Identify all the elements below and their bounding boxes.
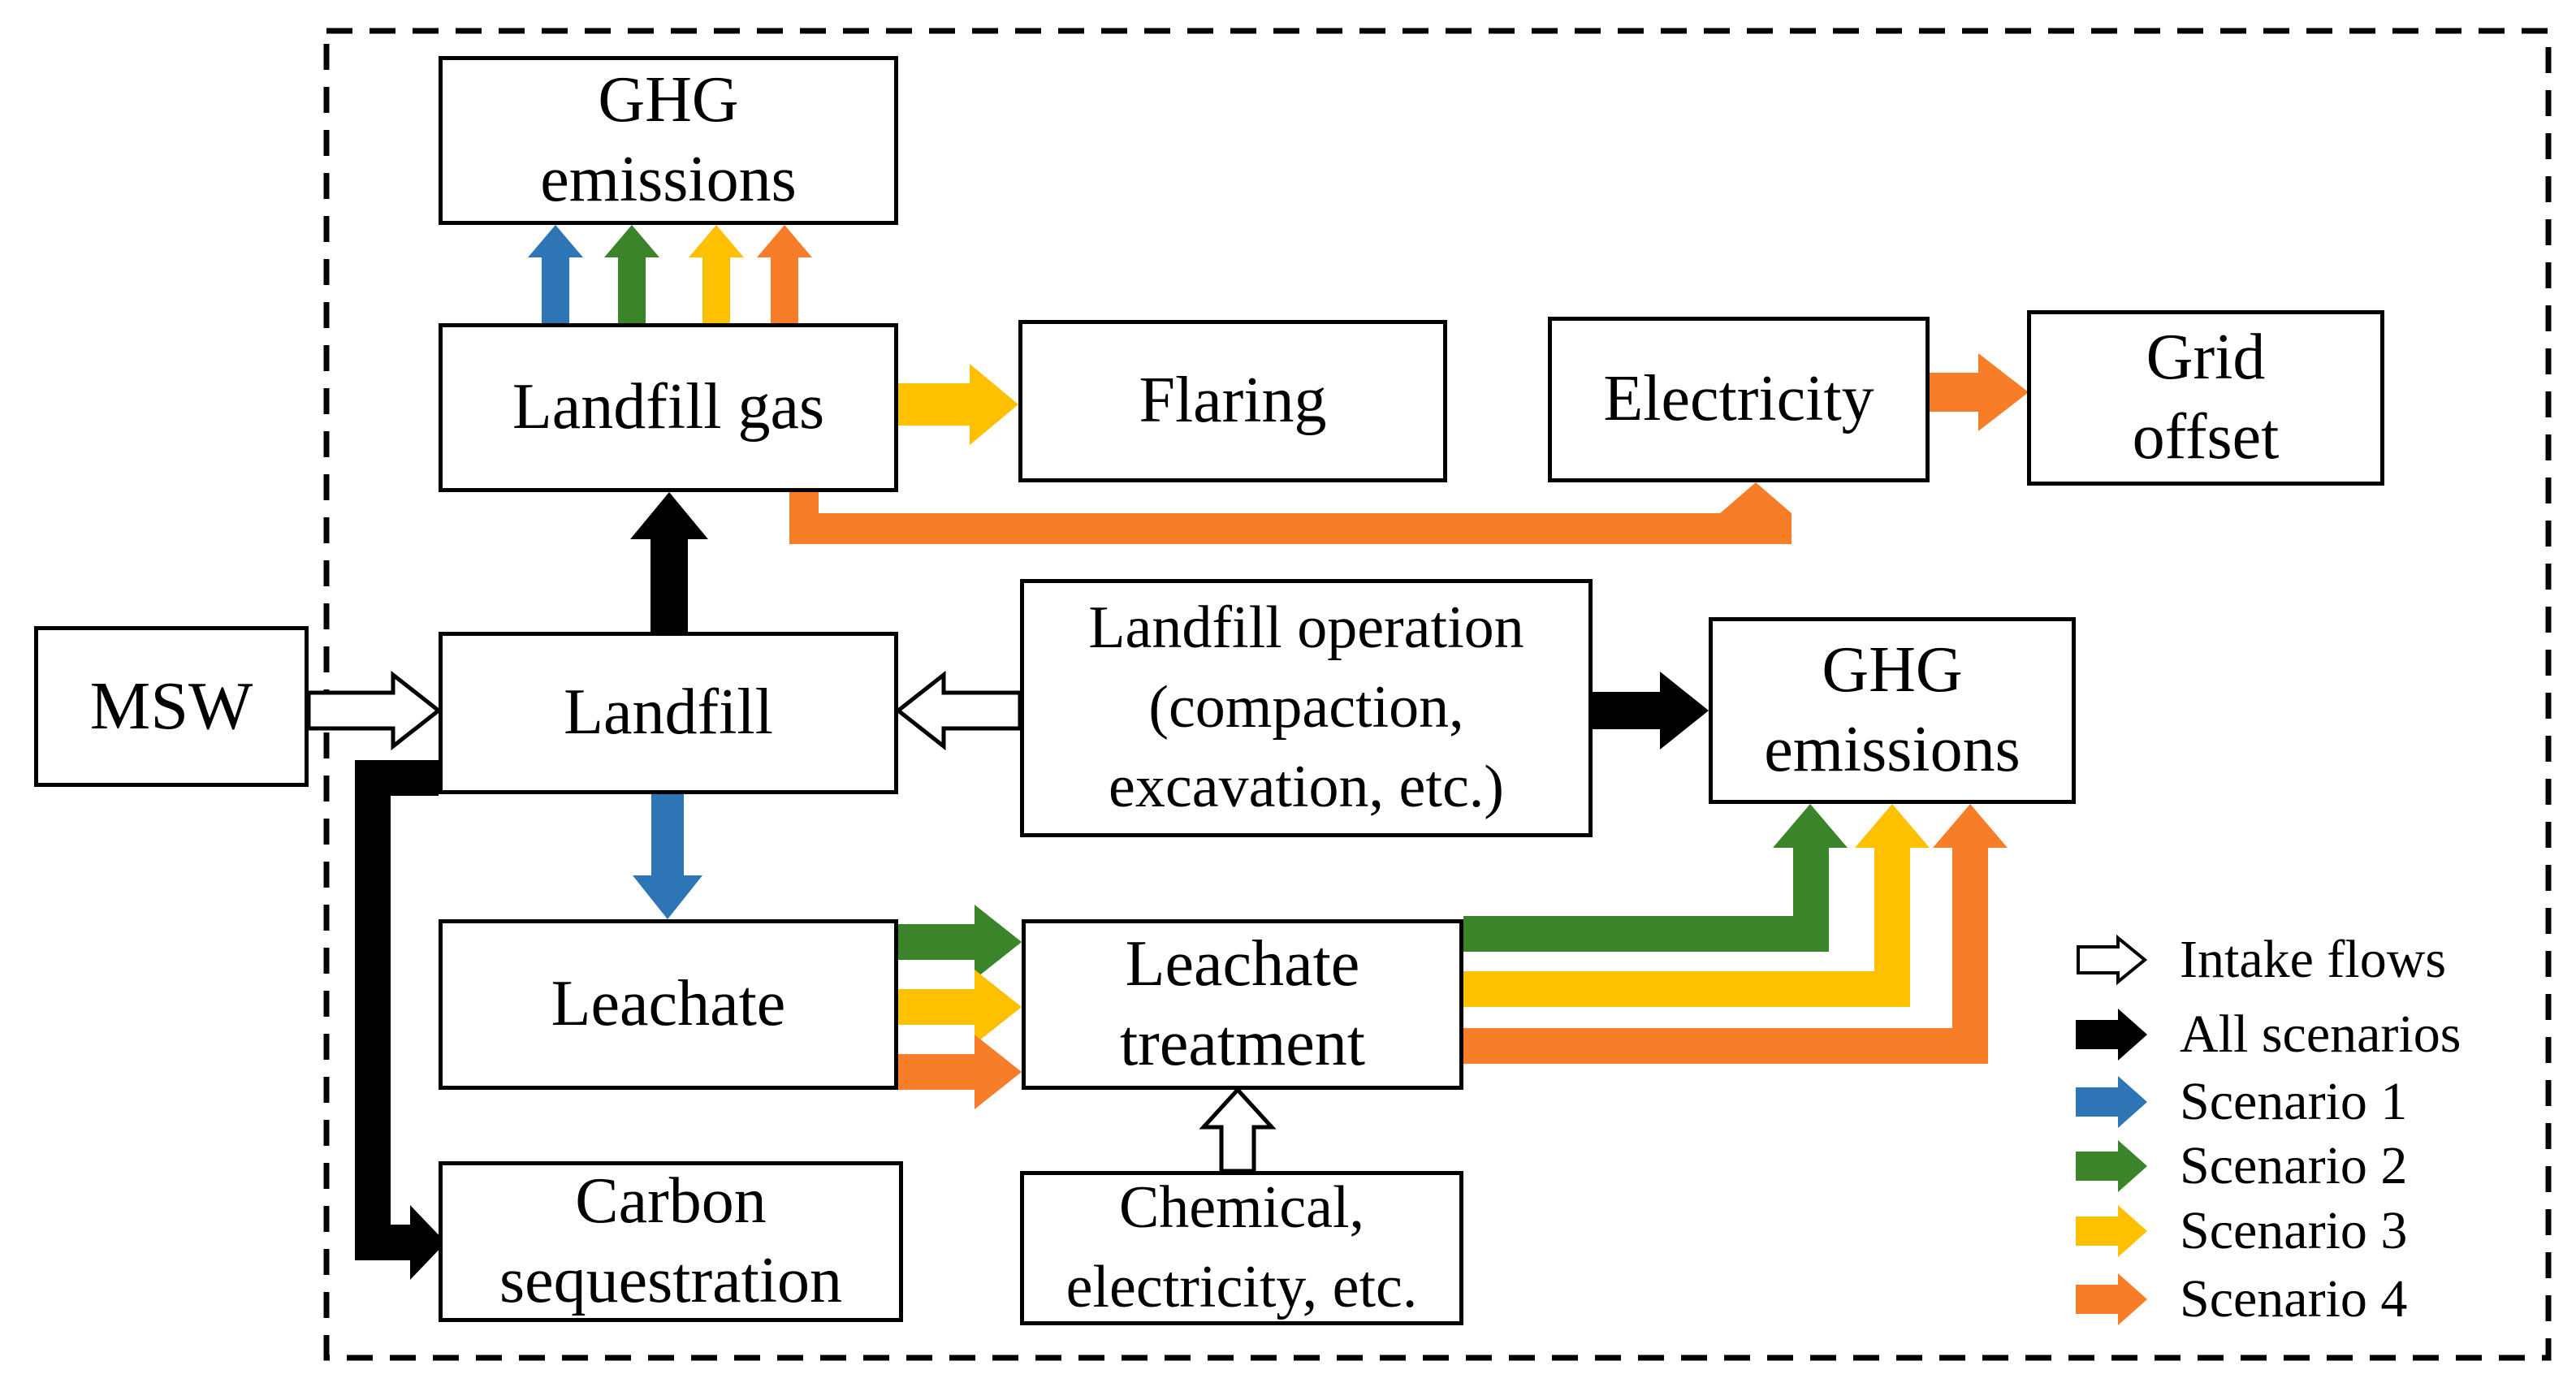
arrow-msw-to-landfill-intake — [306, 670, 443, 751]
arrow-landfill-gas-to-ghg-scenario3 — [689, 225, 744, 323]
scenario2-arrow-icon — [2076, 1140, 2147, 1192]
arrow-landfill-gas-to-ghg-scenario1 — [528, 225, 583, 323]
all-scenarios-arrow-icon — [2076, 1009, 2147, 1061]
legend-label-scenario-4: Scenario 4 — [2180, 1269, 2408, 1329]
box-chemical-line1: Chemical, — [1118, 1174, 1365, 1242]
box-electricity: Electricity — [1548, 317, 1930, 482]
box-landfill-label: Landfill — [564, 676, 773, 749]
scenario1-arrow-icon — [2076, 1076, 2147, 1128]
legend-label-scenario-1: Scenario 1 — [2180, 1072, 2408, 1131]
box-chemical-electricity: Chemical, electricity, etc. — [1020, 1171, 1463, 1325]
box-leachate-label: Leachate — [551, 968, 786, 1040]
arrow-treatment-to-ghg-scenario2 — [1463, 804, 1848, 952]
arrow-chemical-to-treatment-intake — [1199, 1087, 1277, 1173]
scenario2-arrow-shape — [2076, 1140, 2147, 1192]
scenario3-arrow-shape — [2076, 1205, 2147, 1257]
arrow-operation-to-landfill-intake — [894, 670, 1022, 751]
box-flaring: Flaring — [1018, 320, 1447, 482]
arrow-landfill-gas-to-flaring-scenario3 — [897, 364, 1018, 445]
box-landfill: Landfill — [439, 632, 898, 794]
legend-label-all-scenarios: All scenarios — [2180, 1005, 2461, 1064]
box-landfill-operation: Landfill operation (compaction, excavati… — [1020, 579, 1593, 837]
box-leachate: Leachate — [439, 919, 898, 1090]
box-leachate-treatment: Leachate treatment — [1022, 919, 1463, 1090]
box-chemical-line2: electricity, etc. — [1065, 1254, 1418, 1320]
arrow-leachate-to-treatment-scenario2 — [898, 905, 1022, 979]
box-msw: MSW — [34, 626, 309, 787]
box-flaring-label: Flaring — [1139, 365, 1327, 437]
arrow-leachate-to-treatment-scenario4 — [898, 1035, 1022, 1109]
box-carbon-line1: Carbon — [575, 1165, 767, 1238]
scenario1-arrow-shape — [2076, 1076, 2147, 1128]
box-landfill-operation-line3: excavation, etc.) — [1109, 753, 1504, 820]
scenario3-arrow-icon — [2076, 1205, 2147, 1257]
box-ghg-emissions-top: GHG emissions — [439, 56, 898, 225]
arrow-landfill-to-carbon-sequestration — [355, 760, 446, 1280]
arrow-operation-to-ghg-right — [1593, 672, 1709, 750]
arrow-electricity-to-grid-offset-scenario4 — [1930, 353, 2029, 431]
arrow-treatment-to-ghg-scenario4 — [1463, 804, 2008, 1064]
box-landfill-gas-label: Landfill gas — [512, 371, 825, 443]
box-ghg-right-line2: emissions — [1764, 714, 2021, 785]
box-ghg-top-line2: emissions — [540, 144, 797, 215]
box-landfill-gas: Landfill gas — [439, 323, 898, 492]
box-ghg-emissions-right: GHG emissions — [1709, 617, 2076, 804]
box-leachate-treatment-line2: treatment — [1119, 1008, 1366, 1079]
box-grid-offset: Grid offset — [2027, 310, 2384, 486]
all-scenarios-arrow-shape — [2076, 1009, 2147, 1061]
legend-label-intake-flows: Intake flows — [2180, 930, 2447, 989]
arrow-landfill-gas-to-ghg-scenario2 — [604, 225, 659, 323]
scenario4-arrow-shape — [2076, 1273, 2147, 1325]
box-msw-label: MSW — [89, 668, 253, 744]
legend-label-scenario-3: Scenario 3 — [2180, 1201, 2408, 1260]
box-carbon-line2: sequestration — [499, 1245, 843, 1316]
intake-flows-arrow-shape — [2077, 934, 2147, 986]
arrow-landfill-to-leachate-scenario1 — [633, 794, 702, 919]
box-ghg-right-line1: GHG — [1822, 634, 1963, 706]
box-electricity-label: Electricity — [1603, 363, 1874, 435]
box-ghg-top-line1: GHG — [598, 64, 739, 136]
arrow-treatment-to-ghg-scenario3 — [1463, 804, 1930, 1007]
arrow-landfill-gas-to-ghg-scenario4 — [757, 225, 812, 323]
legend-label-scenario-2: Scenario 2 — [2180, 1136, 2408, 1195]
arrow-landfill-to-landfill-gas — [630, 492, 708, 632]
box-grid-offset-line1: Grid — [2146, 322, 2266, 394]
box-leachate-treatment-line1: Leachate — [1125, 928, 1360, 1000]
arrow-landfill-gas-to-electricity — [789, 482, 1792, 544]
intake-flows-arrow-icon — [2077, 934, 2147, 986]
box-carbon-sequestration: Carbon sequestration — [439, 1161, 903, 1322]
arrow-leachate-to-treatment-scenario3 — [898, 970, 1022, 1044]
box-grid-offset-line2: offset — [2132, 401, 2280, 473]
box-landfill-operation-line2: (compaction, — [1148, 674, 1464, 741]
scenario4-arrow-icon — [2076, 1273, 2147, 1325]
box-landfill-operation-line1: Landfill operation — [1088, 594, 1524, 662]
